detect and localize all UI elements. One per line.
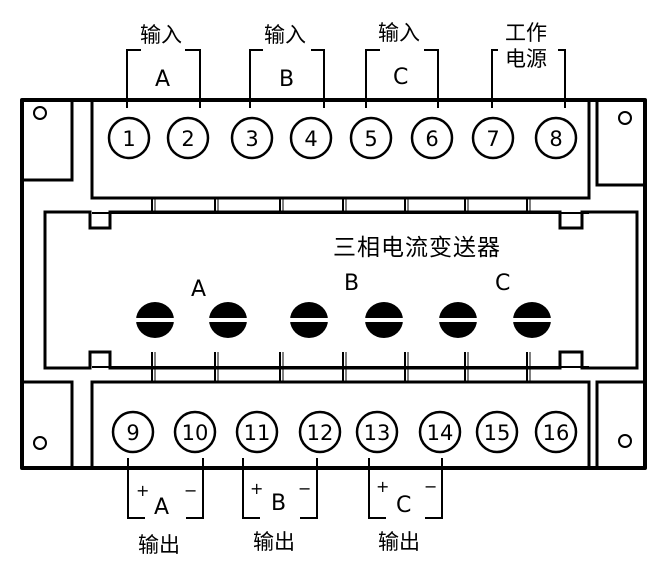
bottom-terminal-block — [90, 380, 591, 470]
adjust-potentiometer[interactable] — [208, 302, 248, 338]
terminal-14[interactable]: 14 — [418, 410, 462, 454]
terminal-label: 1 — [122, 127, 135, 151]
terminal-label: 4 — [304, 127, 317, 151]
adjust-label-b: B — [344, 271, 359, 296]
power-bracket — [491, 49, 566, 108]
output-title-c: 输出 — [378, 530, 420, 554]
terminal-12[interactable]: 12 — [298, 410, 342, 454]
mount-tab-top-right — [595, 98, 647, 187]
mount-tab-bottom-left — [20, 380, 74, 470]
output-minus-a: − — [184, 481, 197, 500]
terminal-label: 10 — [182, 421, 209, 445]
terminal-label: 5 — [364, 127, 377, 151]
adjust-potentiometer[interactable] — [438, 302, 478, 338]
terminal-label: 16 — [543, 421, 570, 445]
input-title-a: 输入 — [140, 23, 182, 47]
adjust-potentiometer[interactable] — [512, 302, 552, 338]
output-bracket-b — [242, 458, 318, 519]
terminal-15[interactable]: 15 — [475, 410, 519, 454]
input-title-c: 输入 — [378, 21, 420, 45]
input-letter-c: C — [393, 65, 408, 90]
power-title-line2: 电源 — [505, 47, 547, 71]
terminal-label: 15 — [484, 421, 511, 445]
input-bracket-c — [365, 49, 439, 108]
mount-tab-bottom-right — [595, 380, 647, 470]
terminal-4[interactable]: 4 — [289, 116, 333, 160]
terminal-label: 3 — [245, 127, 258, 151]
output-plus-a: + — [136, 481, 149, 500]
terminal-label: 12 — [307, 421, 334, 445]
device-title: 三相电流变送器 — [333, 235, 501, 261]
mount-hole-bottom-right — [618, 434, 632, 448]
terminal-1[interactable]: 1 — [107, 116, 151, 160]
top-terminal-block — [90, 98, 591, 200]
terminal-13[interactable]: 13 — [355, 410, 399, 454]
input-letter-b: B — [279, 67, 294, 92]
mount-tab-top-left — [20, 98, 74, 182]
output-title-b: 输出 — [253, 530, 295, 554]
terminal-label: 11 — [244, 421, 271, 445]
input-letter-a: A — [155, 67, 170, 92]
output-minus-b: − — [298, 479, 311, 498]
adjust-potentiometer[interactable] — [289, 302, 329, 338]
terminal-16[interactable]: 16 — [534, 410, 578, 454]
terminal-2[interactable]: 2 — [166, 116, 210, 160]
output-letter-c: C — [396, 493, 411, 518]
terminal-9[interactable]: 9 — [111, 410, 155, 454]
terminal-label: 14 — [427, 421, 454, 445]
terminal-8[interactable]: 8 — [534, 116, 578, 160]
output-letter-a: A — [154, 495, 169, 520]
output-plus-b: + — [250, 479, 263, 498]
input-title-b: 输入 — [264, 23, 306, 47]
terminal-label: 13 — [364, 421, 391, 445]
output-bracket-a — [127, 458, 204, 519]
terminal-label: 7 — [486, 127, 499, 151]
mount-hole-top-right — [618, 111, 632, 125]
terminal-label: 6 — [425, 127, 438, 151]
terminal-label: 8 — [549, 127, 562, 151]
terminal-label: 2 — [181, 127, 194, 151]
terminal-3[interactable]: 3 — [230, 116, 274, 160]
adjust-potentiometer[interactable] — [135, 302, 175, 338]
terminal-6[interactable]: 6 — [410, 116, 454, 160]
adjust-label-a: A — [191, 277, 206, 302]
input-bracket-a — [126, 49, 201, 108]
terminal-7[interactable]: 7 — [471, 116, 515, 160]
adjust-label-c: C — [495, 271, 510, 296]
adjust-potentiometer[interactable] — [364, 302, 404, 338]
output-bracket-c — [368, 458, 443, 519]
terminal-5[interactable]: 5 — [349, 116, 393, 160]
power-title-line1: 工作 — [505, 21, 547, 45]
output-letter-b: B — [271, 491, 286, 516]
terminal-10[interactable]: 10 — [173, 410, 217, 454]
input-bracket-b — [249, 49, 325, 108]
output-minus-c: − — [424, 477, 437, 496]
output-plus-c: + — [376, 477, 389, 496]
mount-hole-top-left — [33, 106, 47, 120]
body-inner-outline — [43, 210, 639, 370]
terminal-11[interactable]: 11 — [235, 410, 279, 454]
mount-hole-bottom-left — [33, 436, 47, 450]
output-title-a: 输出 — [138, 533, 180, 557]
terminal-label: 9 — [126, 421, 139, 445]
